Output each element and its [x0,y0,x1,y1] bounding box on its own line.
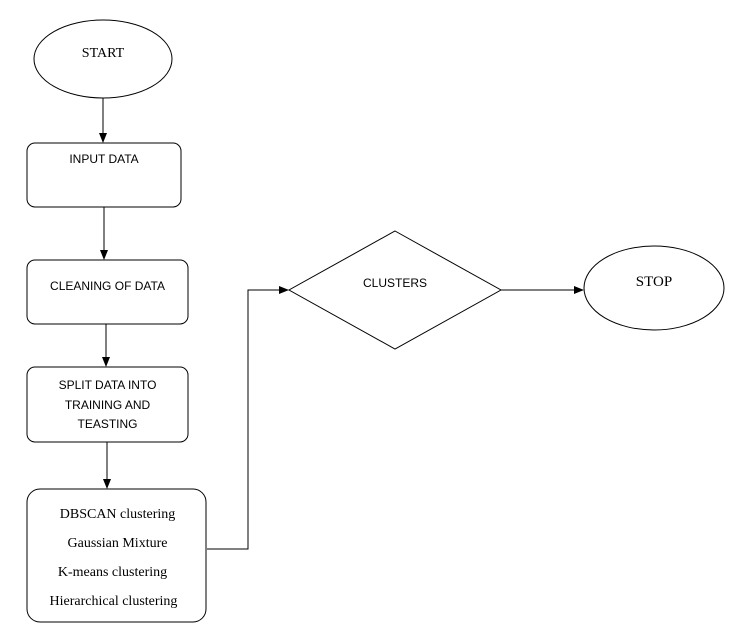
clustering-methods-box [26,488,207,623]
split-data-label-line: TEASTING [77,417,138,431]
stop-node-shape [583,245,725,331]
method-item-hierarchical: Hierarchical clustering [49,594,178,609]
arrow-methods-to-clusters [207,286,289,550]
split-data-label-line: TRAINING AND [64,397,151,412]
cleaning-data-label: CLEANING OF DATA [50,279,165,293]
split-data-label: SPLIT DATA INTO TRAINING AND TEASTING [27,376,188,435]
clusters-decision-shape [287,230,503,350]
method-item-gaussian: Gaussian Mixture [67,536,168,551]
method-item-kmeans: K-means clustering [57,565,168,580]
input-data-label: INPUT DATA [69,152,139,166]
cleaning-data-box [26,259,189,325]
clustering-methods-list: DBSCAN clustering Gaussian Mixture K-mea… [27,500,206,616]
start-label: START [81,46,125,61]
method-item-dbscan: DBSCAN clustering [59,507,176,522]
stop-label: STOP [635,274,673,290]
clusters-label: CLUSTERS [362,276,427,290]
split-data-label-line: SPLIT DATA INTO [58,378,157,392]
